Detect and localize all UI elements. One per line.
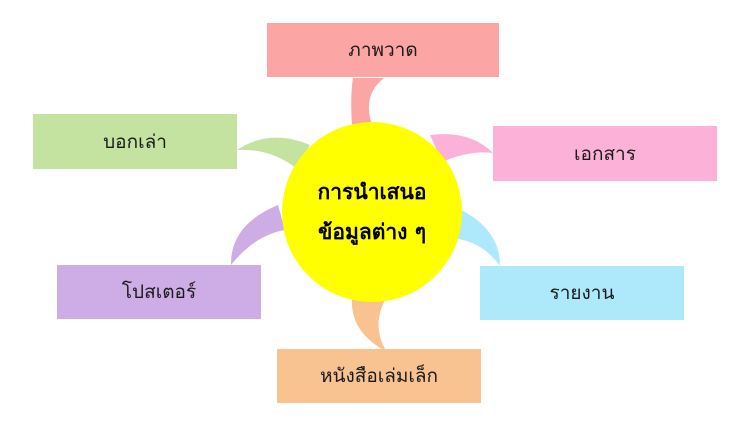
node-label: โปสเตอร์ bbox=[121, 281, 197, 303]
node-lower-right-report: รายงาน bbox=[480, 266, 684, 320]
node-lower-left-poster: โปสเตอร์ bbox=[57, 265, 261, 319]
connector-lower-left bbox=[230, 205, 285, 265]
connector-upper-left bbox=[237, 137, 310, 168]
node-label: บอกเล่า bbox=[103, 130, 167, 153]
connector-upper-right bbox=[430, 134, 493, 162]
connector-bottom bbox=[351, 298, 385, 349]
node-bottom-booklet: หนังสือเล่มเล็ก bbox=[277, 349, 481, 403]
node-upper-left-storytelling: บอกเล่า bbox=[33, 114, 237, 169]
node-label: เอกสาร bbox=[574, 142, 636, 165]
node-top-drawing: ภาพวาด bbox=[267, 23, 499, 77]
center-topic-circle: การนำเสนอ ข้อมูลต่าง ๆ bbox=[282, 122, 462, 302]
center-title-line-2: ข้อมูลต่าง ๆ bbox=[318, 219, 426, 244]
node-upper-right-document: เอกสาร bbox=[493, 126, 717, 181]
node-label: ภาพวาด bbox=[348, 39, 418, 61]
connector-top bbox=[351, 78, 384, 125]
center-title-line-1: การนำเสนอ bbox=[317, 179, 427, 204]
node-label: รายงาน bbox=[549, 282, 615, 304]
node-label: หนังสือเล่มเล็ก bbox=[319, 365, 439, 387]
